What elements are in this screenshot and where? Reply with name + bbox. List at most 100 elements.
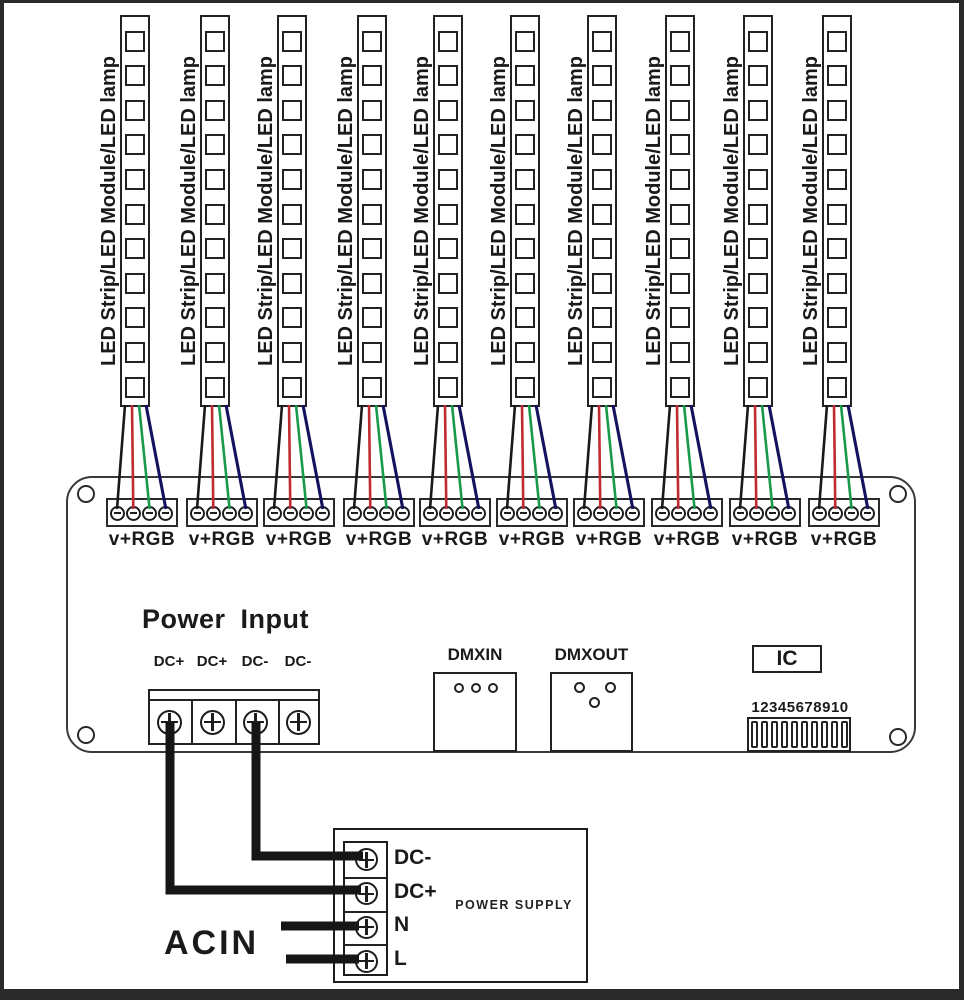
led-cell bbox=[205, 238, 225, 260]
led-cell bbox=[362, 99, 382, 121]
led-cell bbox=[515, 307, 535, 329]
led-cell bbox=[827, 272, 847, 294]
led-cell bbox=[438, 99, 458, 121]
led-cell bbox=[125, 203, 145, 225]
screw-terminal bbox=[379, 505, 395, 521]
screw-terminal bbox=[765, 505, 781, 521]
led-cell bbox=[670, 168, 690, 190]
mounting-hole bbox=[77, 485, 95, 503]
screw-terminal bbox=[609, 505, 625, 521]
led-cell bbox=[670, 203, 690, 225]
led-cell bbox=[827, 307, 847, 329]
v-rgb-label: v+RGB bbox=[108, 529, 176, 550]
led-cell bbox=[125, 99, 145, 121]
led-cell bbox=[125, 272, 145, 294]
led-cell bbox=[592, 238, 612, 260]
led-strip bbox=[357, 15, 387, 407]
screw-terminal bbox=[811, 505, 827, 521]
led-cell bbox=[748, 238, 768, 260]
led-cell bbox=[438, 134, 458, 156]
dmx-pin-hole bbox=[574, 682, 585, 693]
led-cell bbox=[205, 341, 225, 363]
led-strip bbox=[510, 15, 540, 407]
led-cell bbox=[827, 168, 847, 190]
led-cell bbox=[362, 168, 382, 190]
led-strip bbox=[822, 15, 852, 407]
v-rgb-label: v+RGB bbox=[498, 529, 566, 550]
led-cell bbox=[827, 134, 847, 156]
screw-terminal bbox=[732, 505, 748, 521]
led-strip bbox=[587, 15, 617, 407]
mounting-hole bbox=[889, 728, 907, 746]
led-strip bbox=[200, 15, 230, 407]
screw-terminal bbox=[362, 505, 378, 521]
screw-terminal bbox=[238, 505, 254, 521]
led-cell bbox=[748, 307, 768, 329]
dmx-pin-hole bbox=[471, 683, 481, 693]
screw-terminal bbox=[670, 505, 686, 521]
screw-terminal bbox=[548, 505, 564, 521]
led-cell bbox=[282, 168, 302, 190]
led-cell bbox=[748, 65, 768, 87]
dip-rocker bbox=[760, 720, 768, 748]
led-strip bbox=[120, 15, 150, 407]
dc-terminal-label: DC- bbox=[241, 653, 269, 670]
image-border-left bbox=[0, 0, 4, 1000]
led-cell bbox=[438, 272, 458, 294]
led-cell bbox=[827, 376, 847, 398]
dc-terminal-label: DC+ bbox=[153, 653, 185, 670]
led-cell bbox=[748, 341, 768, 363]
led-cell bbox=[125, 376, 145, 398]
v-rgb-label: v+RGB bbox=[188, 529, 256, 550]
screw-terminal bbox=[499, 505, 515, 521]
led-cell bbox=[748, 376, 768, 398]
dip-rocker bbox=[801, 720, 808, 748]
led-cell bbox=[282, 134, 302, 156]
led-cell bbox=[282, 65, 302, 87]
led-cell bbox=[670, 99, 690, 121]
led-cell bbox=[125, 307, 145, 329]
block-divider bbox=[345, 910, 386, 913]
v-rgb-label: v+RGB bbox=[421, 529, 489, 550]
dmx-pin-hole bbox=[488, 683, 498, 693]
dc-terminal-label: DC+ bbox=[196, 653, 228, 670]
led-cell bbox=[282, 99, 302, 121]
dip-rocker bbox=[841, 720, 849, 748]
dip-rocker bbox=[750, 720, 758, 748]
led-cell bbox=[515, 272, 535, 294]
led-cell bbox=[362, 307, 382, 329]
screw-terminal bbox=[827, 505, 843, 521]
screw-terminal bbox=[355, 949, 378, 973]
dip-switch bbox=[747, 717, 851, 752]
dmx-out-label: DMXOUT bbox=[554, 645, 629, 664]
led-cell bbox=[592, 30, 612, 52]
led-cell bbox=[670, 65, 690, 87]
led-cell bbox=[670, 272, 690, 294]
led-cell bbox=[438, 65, 458, 87]
screw-terminal bbox=[576, 505, 592, 521]
screw-terminal bbox=[266, 505, 282, 521]
led-cell bbox=[362, 376, 382, 398]
dmx-in-label: DMXIN bbox=[447, 645, 503, 664]
psu-terminal-block bbox=[343, 841, 388, 976]
led-cell bbox=[827, 65, 847, 87]
led-strip-label: LED Strip/LED Module/LED lamp bbox=[411, 56, 433, 367]
led-strip bbox=[277, 15, 307, 407]
led-cell bbox=[362, 30, 382, 52]
led-cell bbox=[282, 238, 302, 260]
led-cell bbox=[827, 203, 847, 225]
led-cell bbox=[125, 30, 145, 52]
dip-rocker bbox=[770, 720, 778, 748]
screw-terminal bbox=[282, 505, 298, 521]
dip-switch-label: 12345678910 bbox=[751, 699, 849, 716]
led-cell bbox=[205, 307, 225, 329]
v-rgb-label: v+RGB bbox=[345, 529, 413, 550]
led-cell bbox=[362, 238, 382, 260]
led-cell bbox=[515, 134, 535, 156]
controller-board bbox=[66, 476, 916, 753]
mounting-hole bbox=[889, 485, 907, 503]
screw-terminal bbox=[654, 505, 670, 521]
v-rgb-label: v+RGB bbox=[575, 529, 643, 550]
led-cell bbox=[592, 307, 612, 329]
led-cell bbox=[362, 134, 382, 156]
